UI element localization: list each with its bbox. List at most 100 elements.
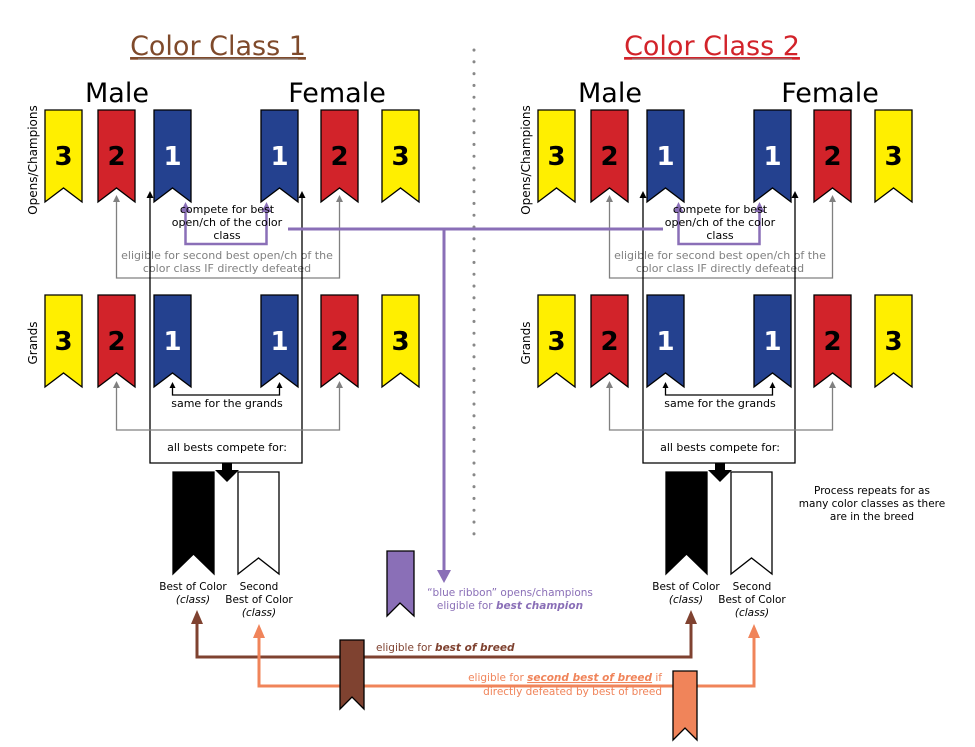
grands-female-ribbon-2	[320, 294, 359, 389]
compete-note-line: class	[213, 229, 241, 242]
second-best-of-breed-ribbon	[672, 670, 698, 742]
grands-male-ribbon-3	[44, 294, 83, 389]
second-best-label-1: Second	[733, 581, 772, 593]
opens-male-ribbon-number: 1	[656, 142, 674, 172]
second-best-label-1: Second	[240, 581, 279, 593]
opens-female-ribbon-number: 1	[763, 142, 781, 172]
opens-male-ribbon-3	[537, 109, 576, 204]
best-of-color-ribbon	[665, 471, 708, 576]
best-champion-connector	[288, 227, 663, 583]
grands-female-ribbon-number: 2	[330, 327, 348, 357]
male-heading: Male	[85, 78, 149, 109]
opens-male-ribbon-2	[590, 109, 629, 204]
opens-female-ribbon-number: 1	[270, 142, 288, 172]
row-label-opens-champions: Opens/Champions	[519, 105, 533, 215]
compete-note-line: compete for best	[180, 203, 275, 216]
grands-female-ribbon-number: 1	[270, 327, 288, 357]
opens-male-ribbon-number: 2	[600, 142, 618, 172]
opens-male-ribbon-number: 3	[547, 142, 565, 172]
grands-male-ribbon-3	[537, 294, 576, 389]
grands-female-ribbon-2	[813, 294, 852, 389]
grands-same-connector	[662, 382, 776, 396]
grands-male-ribbon-2	[97, 294, 136, 389]
second-best-of-color-ribbon	[730, 471, 773, 576]
grands-male-ribbon-2	[590, 294, 629, 389]
eligible-note-line: eligible for second best open/ch of the	[121, 249, 333, 262]
compete-note-line: class	[706, 229, 734, 242]
down-arrow-icon	[708, 463, 732, 482]
best-of-breed-label: eligible for best of breed	[376, 642, 515, 654]
grands-male-ribbon-number: 1	[163, 327, 181, 357]
opens-male-ribbon-3	[44, 109, 83, 204]
compete-note-line: open/ch of the color	[665, 216, 776, 229]
repeat-note-line3: are in the breed	[830, 511, 914, 523]
second-best-of-color-ribbon	[237, 471, 280, 576]
grands-male-ribbon-number: 3	[547, 327, 565, 357]
grands-female-ribbon-3	[874, 294, 913, 389]
grands-note: same for the grands	[664, 397, 776, 410]
best-champion-ribbon	[386, 550, 415, 618]
grands-female-ribbon-1	[753, 294, 792, 389]
grands-female-ribbon-number: 3	[884, 327, 902, 357]
opens-female-ribbon-3	[381, 109, 420, 204]
opens-female-ribbon-number: 2	[330, 142, 348, 172]
opens-male-ribbon-2	[97, 109, 136, 204]
best-of-breed-connector	[191, 610, 697, 659]
best-of-color-sub: (class)	[176, 594, 210, 606]
second-best-label-2: Best of Color	[225, 594, 293, 606]
eligible-note-line: eligible for second best open/ch of the	[614, 249, 826, 262]
grands-male-ribbon-number: 2	[107, 327, 125, 357]
female-heading: Female	[781, 78, 879, 109]
grands-male-ribbon-number: 3	[54, 327, 72, 357]
opens-male-ribbon-1	[153, 109, 192, 204]
male-heading: Male	[578, 78, 642, 109]
opens-male-ribbon-1	[646, 109, 685, 204]
best-champion-line1: “blue ribbon” opens/champions	[427, 587, 593, 599]
opens-female-ribbon-number: 3	[391, 142, 409, 172]
down-arrow-icon	[215, 463, 239, 482]
repeat-note-line2: many color classes as there	[799, 498, 945, 510]
second-best-sub: (class)	[242, 607, 276, 619]
grands-female-ribbon-number: 1	[763, 327, 781, 357]
opens-male-ribbon-number: 3	[54, 142, 72, 172]
opens-female-ribbon-2	[320, 109, 359, 204]
opens-male-ribbon-number: 1	[163, 142, 181, 172]
grands-male-ribbon-1	[153, 294, 192, 389]
compete-note-line: compete for best	[673, 203, 768, 216]
best-of-breed-ribbon	[339, 639, 365, 711]
grands-female-ribbon-number: 2	[823, 327, 841, 357]
grands-same-connector	[169, 382, 283, 396]
grands-male-ribbon-1	[646, 294, 685, 389]
grands-note: same for the grands	[171, 397, 283, 410]
opens-female-ribbon-2	[813, 109, 852, 204]
best-of-color-ribbon	[172, 471, 215, 576]
grands-male-ribbon-number: 2	[600, 327, 618, 357]
grands-female-ribbon-number: 3	[391, 327, 409, 357]
grands-female-ribbon-3	[381, 294, 420, 389]
eligible-second-connector	[606, 195, 836, 279]
opens-female-ribbon-1	[753, 109, 792, 204]
grands-male-ribbon-number: 1	[656, 327, 674, 357]
compete-best-connector	[673, 202, 765, 246]
eligible-note-line: color class IF directly defeated	[143, 262, 311, 275]
eligible-second-connector	[113, 195, 343, 279]
row-label-grands: Grands	[26, 321, 40, 364]
all-bests-note: all bests compete for:	[660, 441, 780, 454]
best-champion-line2: eligible for best champion	[437, 600, 583, 612]
female-heading: Female	[288, 78, 386, 109]
opens-female-ribbon-3	[874, 109, 913, 204]
second-best-label-2: Best of Color	[718, 594, 786, 606]
grands-eligible-connector	[606, 381, 836, 431]
opens-female-ribbon-1	[260, 109, 299, 204]
second-best-sub: (class)	[735, 607, 769, 619]
grands-eligible-connector	[113, 381, 343, 431]
grands-female-ribbon-1	[260, 294, 299, 389]
class-title: Color Class 2	[624, 31, 800, 62]
opens-male-ribbon-number: 2	[107, 142, 125, 172]
compete-note-line: open/ch of the color	[172, 216, 283, 229]
opens-female-ribbon-number: 2	[823, 142, 841, 172]
opens-female-ribbon-number: 3	[884, 142, 902, 172]
second-best-of-breed-connector	[253, 624, 760, 688]
